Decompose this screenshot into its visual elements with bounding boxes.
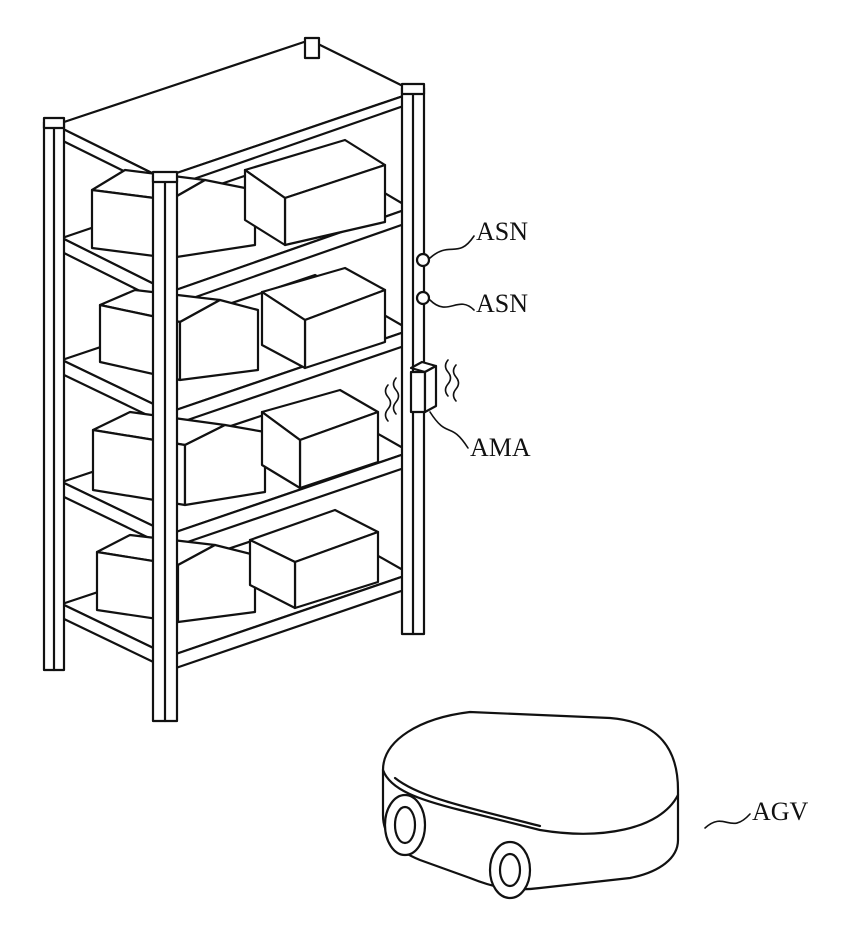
sensor-node-lower [417, 292, 429, 304]
post-front-left [44, 118, 64, 670]
post-rear-right [402, 84, 424, 634]
label-asn-upper-text: ASN [476, 217, 528, 246]
agv-wheel-front [385, 795, 425, 855]
box-2-left [100, 290, 258, 380]
label-agv-text: AGV [752, 797, 809, 826]
actuator-module [411, 362, 436, 412]
agv-robot [383, 712, 678, 898]
label-asn-lower: ASN [430, 289, 528, 318]
agv-wheel-rear [490, 842, 530, 898]
label-ama: AMA [430, 412, 531, 462]
label-asn-lower-text: ASN [476, 289, 528, 318]
label-agv: AGV [705, 797, 809, 828]
post-rear-left [305, 38, 319, 58]
sensor-node-upper [417, 254, 429, 266]
label-ama-text: AMA [470, 433, 531, 462]
post-front-center [153, 172, 177, 721]
shelving-unit [44, 38, 459, 721]
label-asn-upper: ASN [430, 217, 528, 258]
